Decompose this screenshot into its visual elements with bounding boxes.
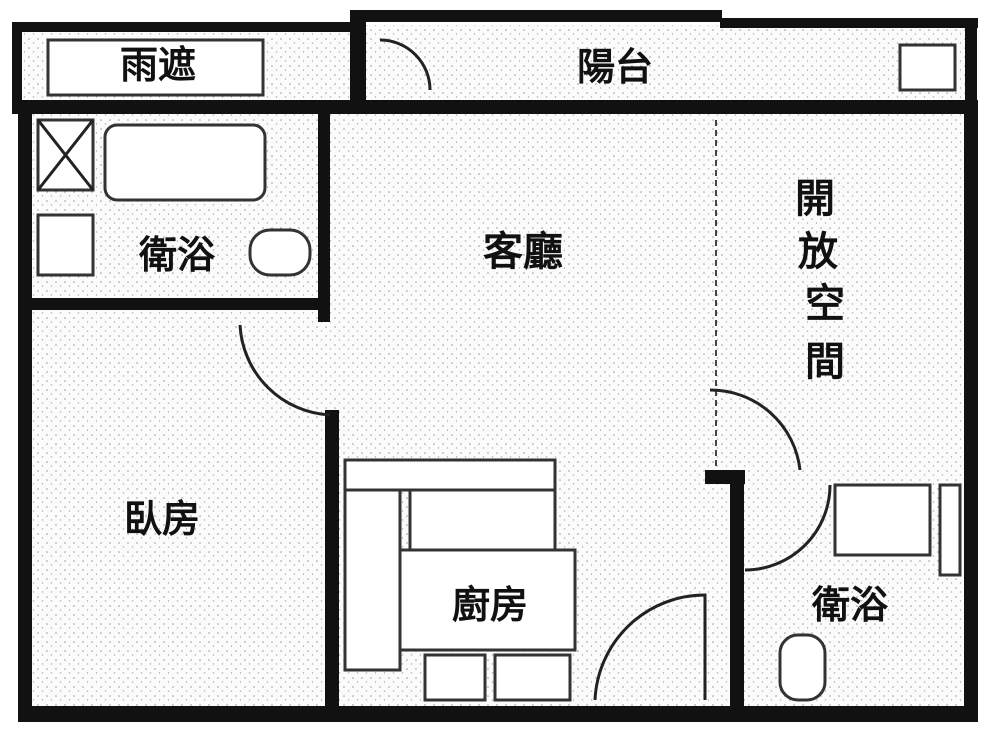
balcony-strip (12, 10, 978, 114)
bathroom-2 (705, 470, 962, 720)
room-label-open-space-3: 空 (805, 281, 845, 327)
bedroom (238, 324, 339, 720)
room-label-balcony: 陽台 (577, 45, 653, 89)
kitchen (343, 458, 707, 702)
room-label-canopy: 雨遮 (120, 43, 196, 87)
room-label-kitchen: 廚房 (452, 583, 528, 627)
room-label-open-space-1: 開 (795, 176, 835, 222)
room-label-bathroom-2: 衛浴 (811, 583, 889, 627)
room-label-open-space-4: 間 (805, 339, 845, 385)
bathroom-1 (30, 112, 330, 322)
room-label-bedroom: 臥房 (124, 497, 200, 541)
room-label-open-space-2: 放 (798, 229, 838, 275)
room-label-bathroom-1: 衛浴 (138, 233, 216, 277)
room-label-living-room: 客廳 (483, 229, 563, 275)
open-space-door (709, 388, 802, 471)
